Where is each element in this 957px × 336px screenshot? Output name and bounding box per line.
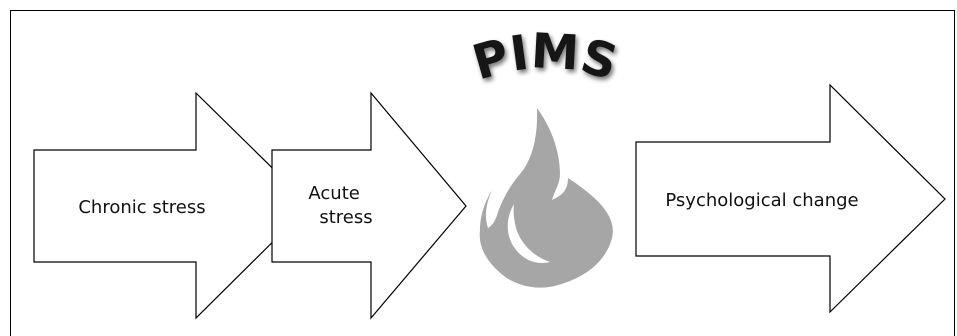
- arrow-chronic-stress-shape: [33, 91, 311, 320]
- acute-stress-label: Acute stress: [308, 183, 372, 228]
- pims-title: PIMS: [467, 23, 624, 91]
- flame-icon: [479, 108, 613, 288]
- arrow-acute-stress: Acute stress: [271, 91, 467, 320]
- psychological-change-label: Psychological change: [665, 190, 858, 211]
- arrow-chronic-stress: Chronic stress: [33, 91, 311, 320]
- chronic-stress-label: Chronic stress: [78, 197, 205, 218]
- arrow-psychological-change: Psychological change: [635, 83, 946, 314]
- arrow-acute-stress-shape: [271, 91, 467, 320]
- arrow-psychological-change-shape: [635, 83, 946, 314]
